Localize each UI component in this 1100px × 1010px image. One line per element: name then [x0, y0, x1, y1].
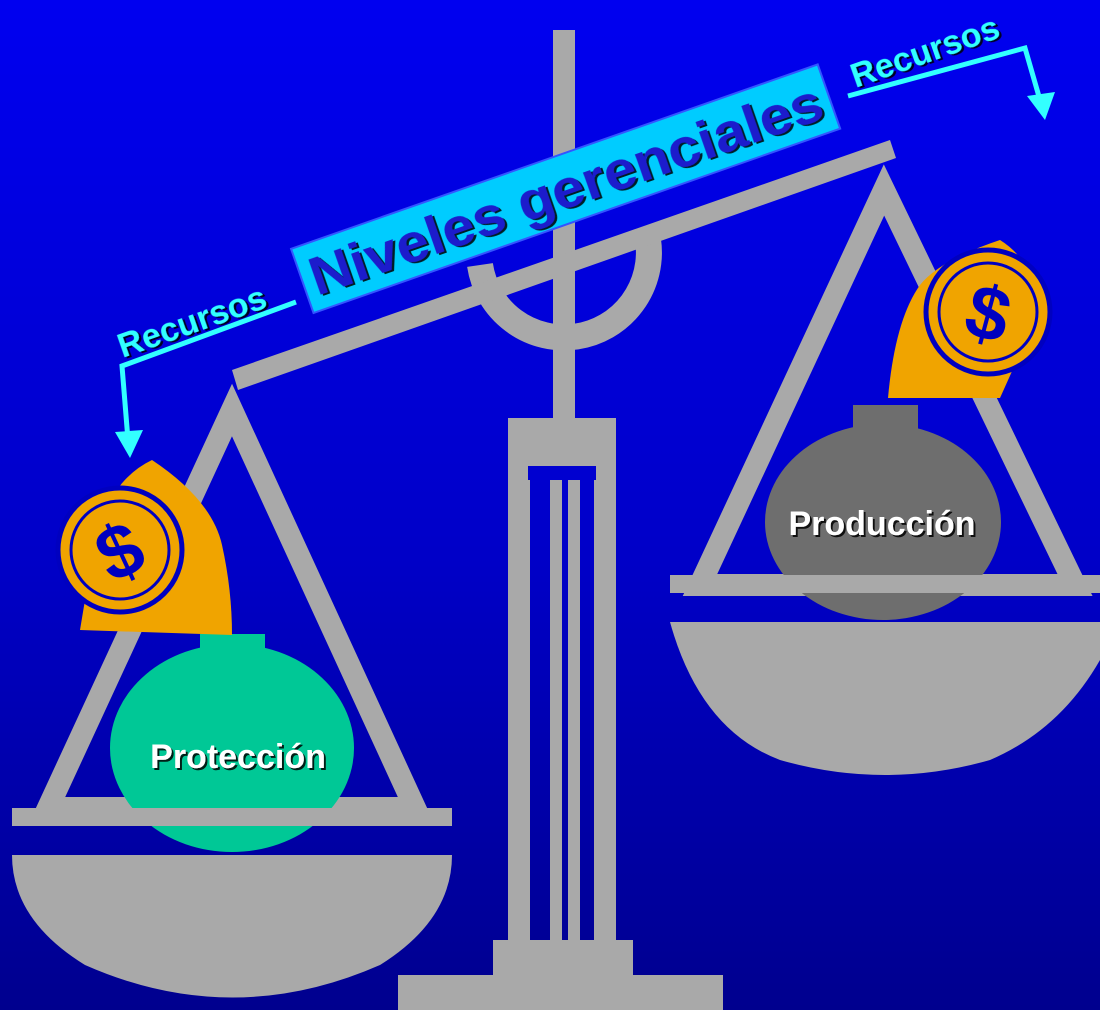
production-label: Producción	[788, 505, 975, 543]
scale-beam	[232, 140, 896, 390]
protection-weight	[110, 634, 354, 852]
scale-base-upper	[493, 940, 633, 980]
scale-pillar-left	[508, 418, 530, 958]
pivot-ring	[467, 238, 662, 351]
right-money-bag: $	[888, 240, 1053, 398]
right-pan-bar	[670, 575, 1100, 593]
right-arrowhead-icon	[1027, 92, 1055, 120]
left-pan-bowl	[12, 855, 452, 998]
left-resources-label: Recursos	[113, 278, 272, 365]
left-money-bag: $	[55, 460, 232, 635]
left-pan-bar	[12, 808, 452, 826]
scale-pillar-inner-left	[550, 480, 562, 958]
protection-label: Protección	[150, 738, 326, 776]
scale-pillar-inner-right	[568, 480, 580, 958]
scale-base-lower	[398, 975, 723, 1010]
left-arrowhead-icon	[115, 430, 143, 458]
pillar-gap	[528, 466, 596, 480]
scale-top-post	[553, 30, 575, 430]
scale-pillar-right	[594, 418, 616, 958]
banner-box	[289, 63, 842, 315]
right-resources-label: Recursos	[846, 8, 1005, 95]
right-pan-bowl	[670, 622, 1100, 775]
production-weight	[765, 405, 1001, 620]
left-resource-arrow	[115, 299, 297, 458]
right-resource-arrow	[847, 44, 1055, 120]
scale-frame	[398, 30, 723, 1010]
